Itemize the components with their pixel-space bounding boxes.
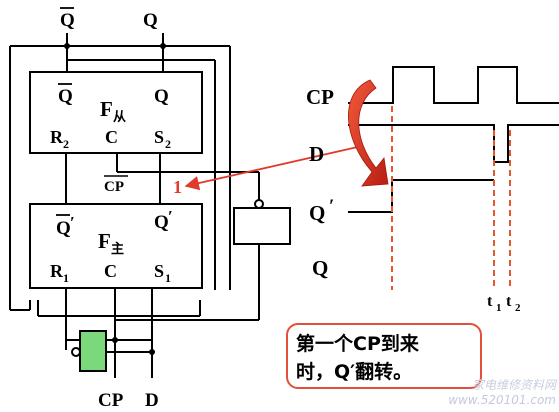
master-c-label: C [104, 261, 117, 281]
slave-r-sub: 2 [63, 137, 69, 151]
slave-name-sub: 从 [113, 110, 126, 125]
inverter-bubble [254, 199, 264, 209]
marker-arrow [184, 145, 363, 191]
time-mark-t2-sub: 2 [515, 302, 521, 314]
slave-q-label: Q [154, 86, 169, 107]
cp-waveform [348, 66, 559, 104]
bottom-d-label: D [145, 390, 159, 411]
buffer-gate [79, 330, 107, 372]
master-r-label: R [50, 261, 64, 281]
inverter-box [233, 207, 291, 245]
master-s-sub: 1 [165, 271, 171, 285]
master-name: F [98, 229, 111, 253]
master-qbar-prime: ′ [70, 213, 75, 232]
master-flipflop-box [29, 203, 203, 289]
master-q-prime: ′ [168, 207, 173, 226]
master-name-sub: 主 [111, 241, 124, 257]
master-s-label: S [154, 261, 164, 281]
timing-dashes [391, 106, 511, 290]
watermark-text: 家电维修资料网 [471, 378, 556, 392]
time-mark-t1: t [487, 293, 493, 310]
master-q-label: Q [154, 212, 169, 233]
note-line-2: 时，Q′翻转。 [296, 361, 413, 383]
master-r-sub: 1 [63, 271, 69, 285]
slave-s-label: S [154, 127, 164, 147]
timing-qprime-mark: ′ [329, 196, 334, 217]
timing-d-label: D [309, 142, 324, 166]
buffer-bubble [71, 347, 81, 357]
top-q-label: Q [143, 10, 158, 31]
timing-cp-label: CP [306, 85, 334, 109]
junction-dots [64, 43, 166, 355]
slave-r-label: R [50, 127, 64, 147]
circuit-wires [9, 33, 260, 378]
time-mark-t1-sub: 1 [496, 302, 502, 314]
marker-label: 1 [173, 177, 182, 197]
bottom-cp-label: CP [98, 390, 124, 411]
time-mark-t2: t [506, 293, 512, 310]
slave-s-sub: 2 [165, 137, 171, 151]
watermark-url: www.520101.com [448, 393, 556, 407]
note-box: 第一个CP到来 时，Q′翻转。 [286, 323, 482, 389]
timing-qprime-label: Q [309, 201, 325, 225]
note-line-1: 第一个CP到来 [296, 333, 419, 355]
slave-c-label: C [105, 127, 118, 147]
d-waveform [348, 124, 559, 163]
timing-waveforms [348, 66, 559, 213]
slave-name: F [100, 97, 113, 121]
slave-flipflop-box [29, 71, 203, 154]
timing-q-label: Q [312, 256, 328, 280]
cp-bar-label: CP [104, 179, 124, 195]
curl-arrow [348, 79, 389, 187]
slave-qbar-label: Q [58, 86, 73, 107]
top-qbar-label: Q [60, 10, 75, 31]
watermark: 家电维修资料网 www.520101.com [428, 378, 556, 408]
master-qbar-label: Q [56, 218, 71, 239]
